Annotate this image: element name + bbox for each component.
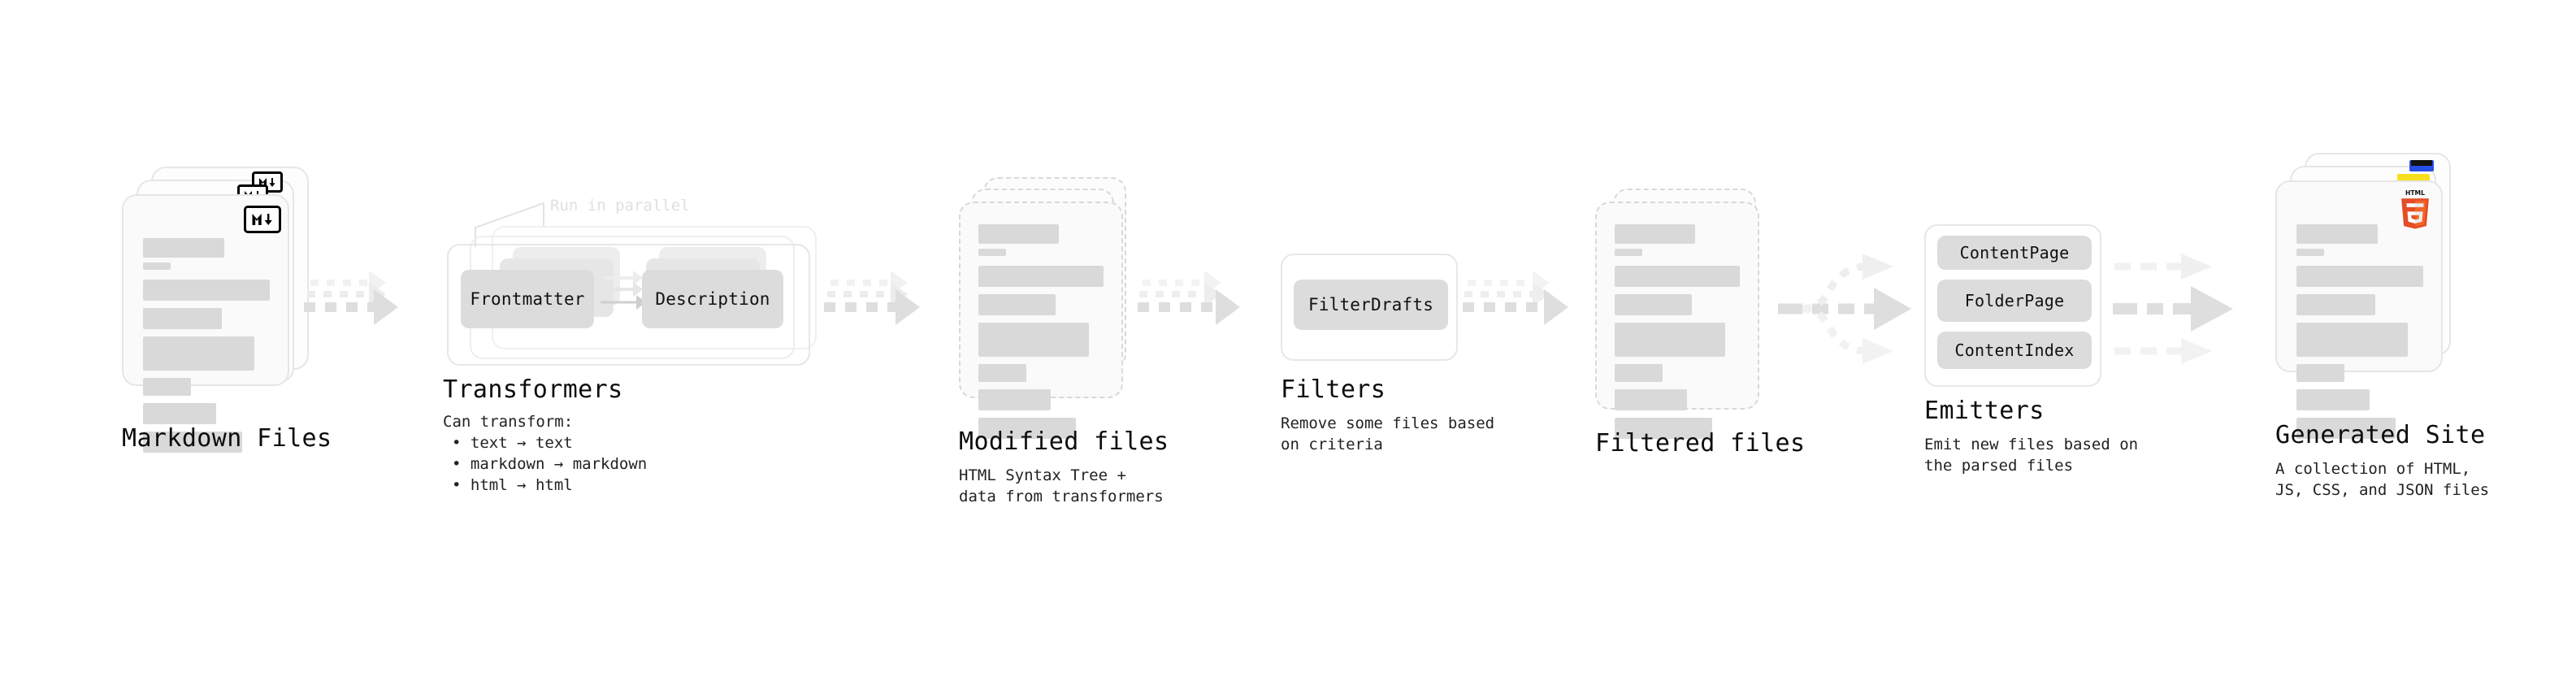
generated-doc-lines	[2296, 224, 2423, 446]
filtered-doc-stack	[1595, 189, 1782, 439]
filtered-doc-front	[1595, 202, 1759, 439]
doc-line	[1615, 249, 1642, 256]
doc-line	[978, 418, 1077, 439]
generated-site-label: Generated Site	[2275, 421, 2486, 449]
markdown-doc-stack	[122, 167, 309, 453]
markdown-badge	[244, 206, 281, 233]
transformers-group: Run in parallel Frontmatter Description	[443, 195, 825, 366]
markdown-doc-lines	[143, 238, 270, 460]
transformers-panel-front	[447, 244, 810, 366]
generated-site-group: HTML	[2275, 153, 2478, 439]
transformers-note-line-3: • html → html	[452, 476, 573, 494]
doc-line	[2296, 266, 2423, 287]
doc-line	[143, 336, 255, 371]
doc-line	[1615, 389, 1688, 410]
doc-line	[978, 249, 1006, 256]
doc-line	[2296, 364, 2345, 382]
transformers-note-title: Can transform:	[443, 413, 574, 431]
modified-files-group	[959, 177, 1146, 439]
svg-text:HTML: HTML	[2405, 189, 2425, 197]
modified-files-sub: HTML Syntax Tree + data from transformer…	[959, 466, 1164, 505]
doc-line	[1615, 266, 1740, 287]
doc-line	[978, 323, 1089, 357]
doc-line	[2296, 224, 2378, 244]
transformers-note-line-2: • markdown → markdown	[452, 455, 648, 473]
doc-line	[143, 378, 192, 396]
filtered-doc-lines	[1615, 224, 1740, 446]
generated-site-sub: A collection of HTML, JS, CSS, and JSON …	[2275, 460, 2490, 499]
filtered-files-label: Filtered files	[1595, 429, 1806, 458]
doc-line	[978, 266, 1104, 287]
markdown-doc-front	[122, 194, 289, 453]
css-badge	[2409, 160, 2434, 171]
doc-line	[143, 280, 270, 301]
doc-line	[2296, 249, 2325, 256]
arrow-filtered-to-emitters-branch	[1778, 254, 1911, 364]
doc-line	[143, 403, 217, 424]
markdown-files-group	[122, 167, 309, 453]
filter-chip-filterdrafts[interactable]: FilterDrafts	[1294, 280, 1448, 330]
markdown-files-label: Markdown Files	[122, 424, 332, 453]
filters-label: Filters	[1281, 375, 1386, 404]
filters-group: FilterDrafts	[1281, 254, 1458, 361]
emitter-chip-contentindex[interactable]: ContentIndex	[1937, 332, 2092, 369]
doc-line	[1615, 364, 1663, 382]
transformer-chip-description[interactable]: Description	[642, 270, 783, 328]
filters-panel: FilterDrafts	[1281, 254, 1458, 361]
doc-line	[143, 238, 224, 258]
doc-line	[143, 262, 171, 270]
doc-line	[2296, 418, 2396, 439]
doc-line	[978, 294, 1056, 315]
doc-line	[1615, 224, 1695, 244]
emitter-chip-contentpage[interactable]: ContentPage	[1937, 236, 2092, 270]
filters-sub: Remove some files based on criteria	[1281, 414, 1495, 453]
doc-line	[2296, 389, 2370, 410]
modified-files-label: Modified files	[959, 427, 1169, 456]
generated-doc-stack: HTML	[2275, 153, 2478, 439]
transformer-chip-frontmatter[interactable]: Frontmatter	[461, 270, 594, 328]
doc-line	[143, 432, 242, 453]
doc-line	[978, 364, 1026, 382]
doc-line	[2296, 323, 2409, 357]
run-in-parallel-label: Run in parallel	[550, 197, 690, 215]
arrow-emitters-to-generated-merge	[2113, 254, 2233, 364]
doc-line	[978, 224, 1059, 244]
emitter-chip-folderpage[interactable]: FolderPage	[1937, 280, 2092, 322]
transformers-note-line-1: • text → text	[452, 434, 573, 452]
doc-line	[1615, 294, 1693, 315]
emitters-group: ContentPage FolderPage ContentIndex	[1924, 224, 2101, 387]
modified-doc-lines	[978, 224, 1104, 446]
doc-line	[1615, 323, 1725, 357]
doc-line	[143, 308, 222, 329]
transformers-label: Transformers	[443, 375, 623, 404]
html5-badge: HTML	[2397, 189, 2433, 229]
emitters-sub: Emit new files based on the parsed files	[1924, 436, 2139, 475]
modified-doc-front	[959, 202, 1123, 439]
generated-doc-front: HTML	[2275, 180, 2443, 439]
filtered-files-group	[1595, 189, 1782, 439]
doc-line	[1615, 418, 1713, 439]
emitters-label: Emitters	[1924, 397, 2045, 425]
doc-line	[978, 389, 1052, 410]
doc-line	[2296, 294, 2375, 315]
emitters-panel: ContentPage FolderPage ContentIndex	[1924, 224, 2101, 387]
modified-doc-stack	[959, 177, 1146, 439]
